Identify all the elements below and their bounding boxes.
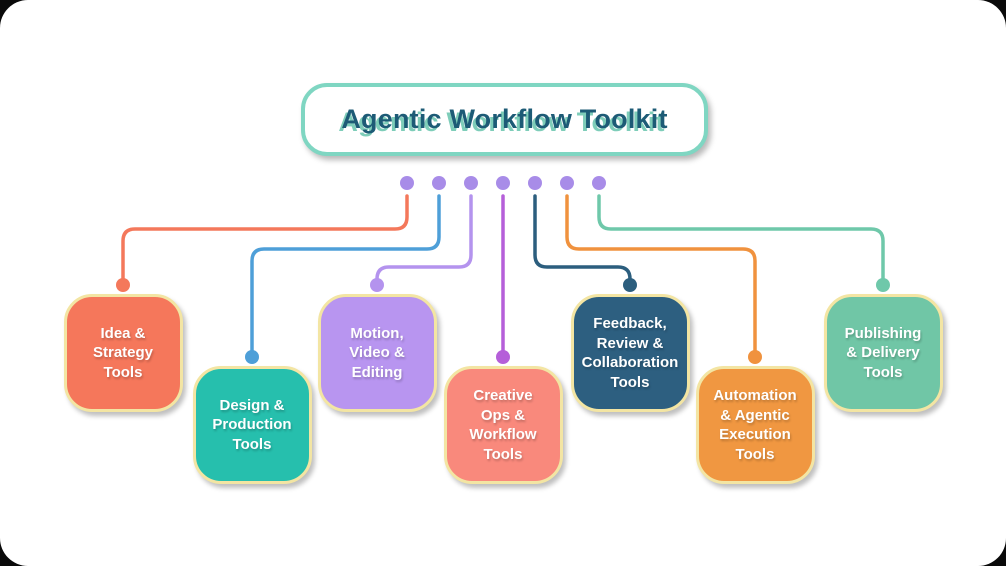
node-feedback-review-collaboration-tools: Feedback, Review & Collaboration Tools — [570, 294, 690, 412]
connector-line — [250, 194, 441, 359]
diagram-title: Agentic Workflow Toolkit — [341, 104, 668, 134]
node-idea-strategy-tools: Idea & Strategy Tools — [63, 294, 183, 412]
node-label: Idea & Strategy Tools — [92, 324, 154, 381]
connector-line — [121, 194, 409, 287]
node-label: Feedback, Review & Collaboration Tools — [581, 315, 679, 391]
node-label: Motion, Video & Editing — [349, 324, 405, 381]
stem-dot — [592, 176, 606, 190]
stem-dot — [560, 176, 574, 190]
connector-end-dot — [245, 350, 259, 364]
connector-end-dot — [748, 350, 762, 364]
node-label: Creative Ops & Workflow Tools — [469, 387, 537, 463]
node-automation-agentic-execution-tools: Automation & Agentic Execution Tools — [695, 366, 815, 484]
connector-end-dot — [623, 278, 637, 292]
node-label: Design & Production Tools — [212, 396, 292, 453]
connector-line — [597, 194, 885, 287]
node-motion-video-editing: Motion, Video & Editing — [317, 294, 437, 412]
stem-dot — [464, 176, 478, 190]
node-label: Automation & Agentic Execution Tools — [713, 387, 797, 463]
connector-line — [565, 194, 757, 359]
node-label: Publishing & Delivery Tools — [844, 324, 922, 381]
stem-dot — [432, 176, 446, 190]
node-design-production-tools: Design & Production Tools — [192, 366, 312, 484]
stem-dot — [496, 176, 510, 190]
connector-end-dot — [496, 350, 510, 364]
connector-line — [533, 194, 632, 287]
stem-dot — [528, 176, 542, 190]
connector-end-dot — [370, 278, 384, 292]
title-box: Agentic Workflow Toolkit — [301, 83, 708, 156]
connector-end-dot — [876, 278, 890, 292]
node-creative-ops-workflow-tools: Creative Ops & Workflow Tools — [443, 366, 563, 484]
node-publishing-delivery-tools: Publishing & Delivery Tools — [823, 294, 943, 412]
stem-dot — [400, 176, 414, 190]
connector-line — [375, 194, 473, 287]
connector-end-dot — [116, 278, 130, 292]
